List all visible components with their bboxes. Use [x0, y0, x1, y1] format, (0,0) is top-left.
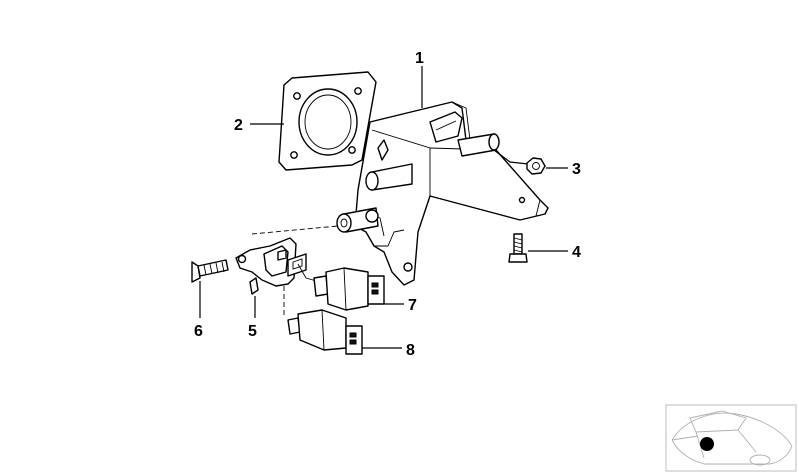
callout-6: 6: [194, 323, 203, 340]
part-3-nut[interactable]: [493, 149, 568, 175]
part-8-switch[interactable]: [287, 309, 402, 355]
leader-lines: [250, 66, 423, 125]
part-5-switch-holder[interactable]: [235, 225, 339, 318]
callout-3: 3: [572, 161, 581, 178]
part-4-bolt[interactable]: [508, 233, 568, 263]
callout-8: 8: [406, 342, 415, 359]
part-1-pedal-bracket[interactable]: [336, 101, 549, 286]
part-7-switch[interactable]: [313, 267, 404, 311]
callout-1: 1: [415, 50, 424, 67]
callout-7: 7: [408, 297, 417, 314]
callout-2: 2: [234, 117, 243, 134]
part-2-gasket[interactable]: [278, 71, 377, 171]
part-6-screw[interactable]: [191, 259, 229, 318]
callout-5: 5: [248, 323, 257, 340]
car-location-icon: [665, 404, 797, 472]
callout-4: 4: [572, 244, 581, 261]
